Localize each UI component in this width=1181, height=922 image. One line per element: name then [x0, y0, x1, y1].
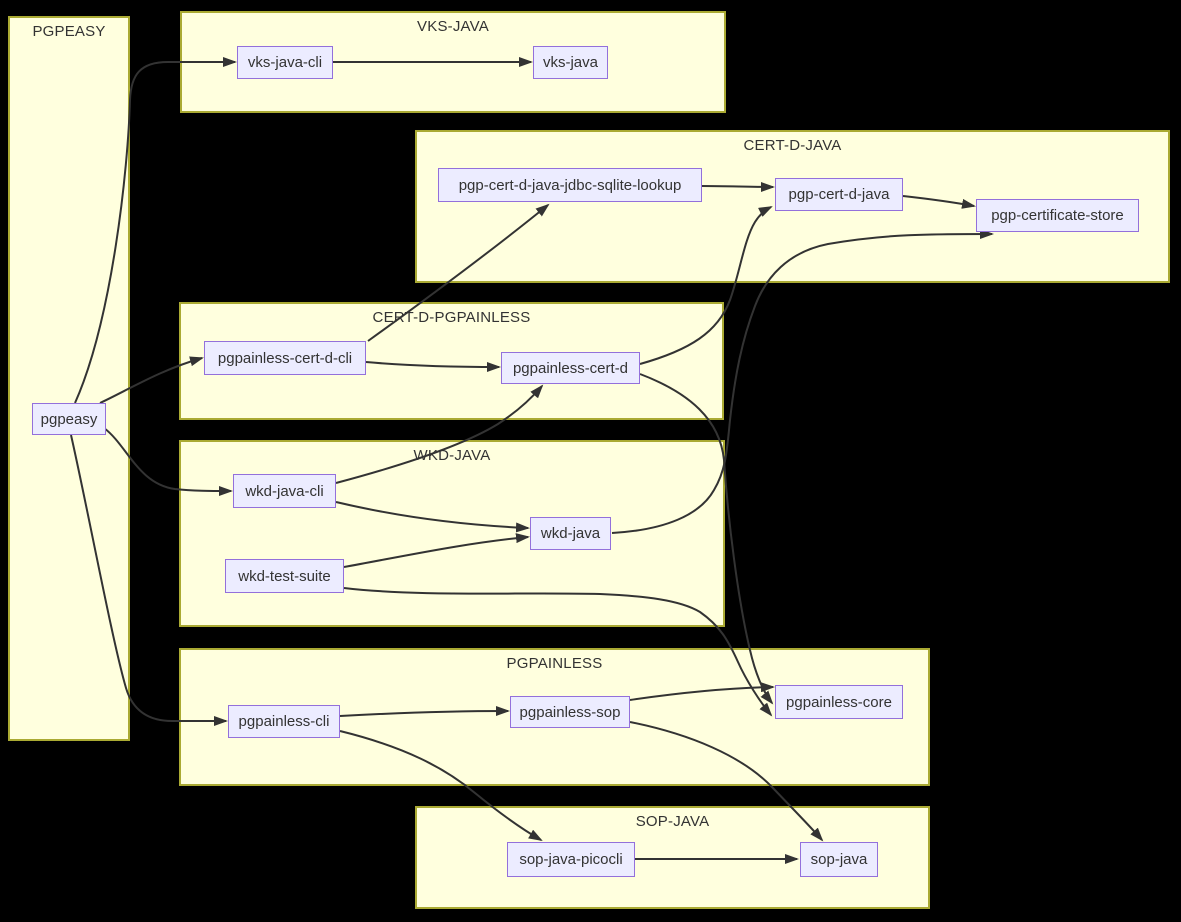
edge-pgpainless-sop-to-pgpainless-core: [629, 682, 775, 701]
edge-pgp-cert-d-java-to-pgp-certificate-store: [902, 195, 976, 209]
edge-pgpainless-cert-d-to-pgpainless-core: [639, 373, 774, 705]
node-pgpainless-core: pgpainless-core: [775, 685, 903, 719]
node-pgpainless-cert-d-cli: pgpainless-cert-d-cli: [204, 341, 366, 375]
cluster-title: SOP-JAVA: [635, 813, 710, 830]
edge-pgpainless-cert-d-cli-to-pgpainless-cert-d: [365, 361, 501, 372]
node-wkd-java: wkd-java: [530, 517, 611, 550]
cluster-title: PGPEASY: [32, 23, 106, 40]
node-pgpainless-cert-d: pgpainless-cert-d: [501, 352, 640, 384]
node-pgpeasy: pgpeasy: [32, 403, 106, 435]
cluster-title: CERT-D-JAVA: [743, 137, 842, 154]
node-vks-java: vks-java: [533, 46, 608, 79]
node-pgp-cert-d-java: pgp-cert-d-java: [775, 178, 903, 211]
node-vks-java-cli: vks-java-cli: [237, 46, 333, 79]
edge-pgpeasy-to-pgpainless-cli: [70, 434, 228, 726]
edge-wkd-java-to-pgp-certificate-store: [611, 229, 994, 534]
node-sop-java: sop-java: [800, 842, 878, 877]
cluster-title: WKD-JAVA: [413, 447, 491, 464]
cluster-title: VKS-JAVA: [417, 18, 489, 35]
edge-pgp-cert-d-java-jdbc-sqlite-lookup-to-pgp-cert-d-java: [701, 181, 775, 192]
edge-pgpeasy-to-wkd-java-cli: [103, 427, 233, 496]
edge-wkd-java-cli-to-wkd-java: [335, 501, 530, 533]
edge-pgpainless-cert-d-to-pgp-cert-d-java: [639, 206, 773, 365]
node-sop-java-picocli: sop-java-picocli: [507, 842, 635, 877]
edge-wkd-java-cli-to-pgpainless-cert-d: [335, 384, 544, 484]
edge-pgpeasy-to-pgpainless-cert-d-cli: [99, 356, 204, 404]
node-pgp-certificate-store: pgp-certificate-store: [976, 199, 1139, 232]
node-wkd-java-cli: wkd-java-cli: [233, 474, 336, 508]
edge-wkd-test-suite-to-wkd-java: [343, 533, 530, 568]
edge-wkd-test-suite-to-pgpainless-core: [343, 587, 773, 717]
node-pgp-cert-d-java-jdbc-sqlite-lookup: pgp-cert-d-java-jdbc-sqlite-lookup: [438, 168, 702, 202]
node-pgpainless-cli: pgpainless-cli: [228, 705, 340, 738]
edge-pgpainless-cli-to-sop-java-picocli: [339, 730, 543, 841]
edge-pgpainless-sop-to-sop-java: [629, 721, 824, 842]
cluster-title: CERT-D-PGPAINLESS: [372, 309, 531, 326]
edge-pgpainless-cert-d-cli-to-pgp-cert-d-java-jdbc-sqlite-lookup: [367, 203, 550, 342]
node-pgpainless-sop: pgpainless-sop: [510, 696, 630, 728]
edge-pgpainless-cli-to-pgpainless-sop: [339, 706, 510, 717]
cluster-title: PGPAINLESS: [506, 655, 603, 672]
edge-pgpeasy-to-vks-java-cli: [74, 57, 237, 404]
node-wkd-test-suite: wkd-test-suite: [225, 559, 344, 593]
